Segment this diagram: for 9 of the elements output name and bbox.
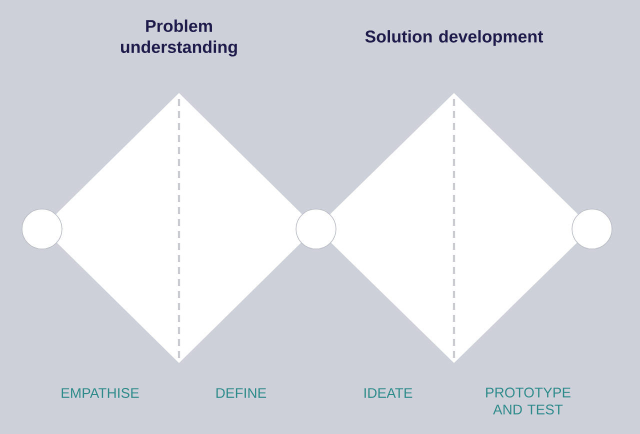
heading: Problem understanding [121,20,237,56]
circle-shape [572,208,612,250]
heading: Solution development [365,30,544,46]
stage-label: EMPATHISE [62,388,139,398]
stage-label: DEFINE [216,388,266,398]
stage-label: PROTOTYPE AND TEST [486,388,570,414]
stage-label: IDEATE [364,388,412,398]
circle-shape [296,208,336,250]
circle-shape [22,208,62,250]
